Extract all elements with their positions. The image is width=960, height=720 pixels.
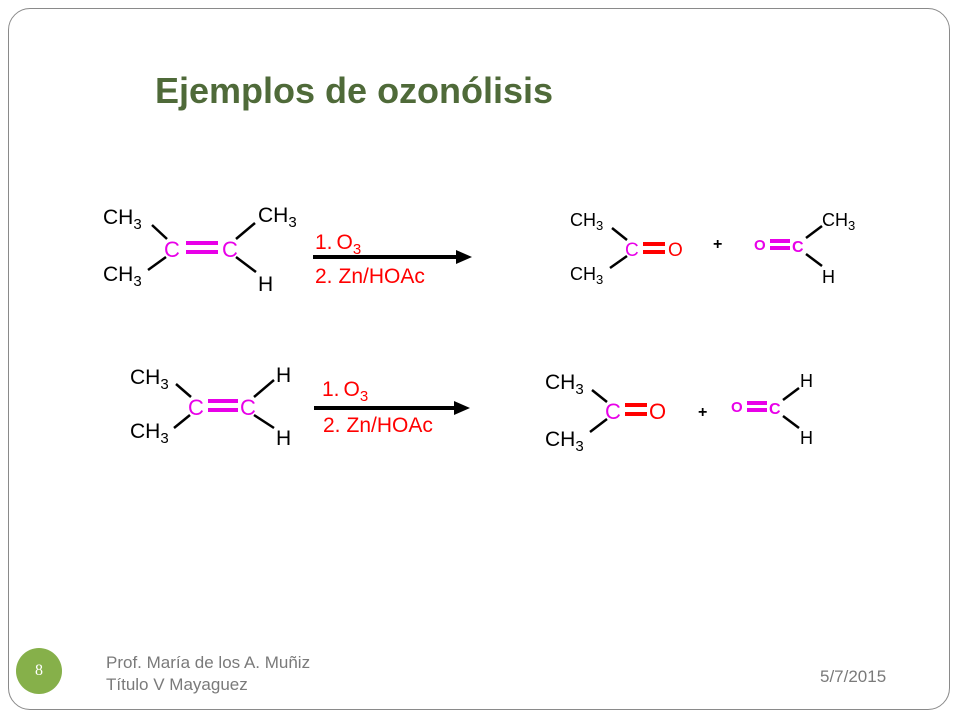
r1-p2-carbon: C — [792, 239, 804, 256]
slide-title: Ejemplos de ozonólisis — [155, 70, 554, 111]
r1-p1-oxygen: O — [668, 240, 683, 261]
r2-p2-oxygen: O — [731, 399, 743, 416]
footer-author: Prof. María de los A. Muñiz Título V May… — [106, 652, 310, 696]
r2-p2-bottom-h: H — [800, 428, 813, 448]
r1-step1: 1.O3 — [315, 231, 361, 258]
r1-reactant-top-right-ch3: CH3 — [258, 204, 297, 231]
r2-p1-bottom-ch3: CH3 — [545, 428, 584, 455]
slide-frame — [8, 8, 950, 710]
r2-p1-top-ch3: CH3 — [545, 371, 584, 398]
r2-p2-bond-bottom — [782, 415, 800, 429]
r1-step2: 2.Zn/HOAc — [315, 265, 425, 288]
r1-reactant-top-left-ch3: CH3 — [103, 206, 142, 233]
reaction-2-reactant: CH3 CH3 H H C C — [130, 364, 291, 450]
r1-p1-bond-top — [611, 227, 628, 241]
r1-reactant-bottom-left-ch3: CH3 — [103, 263, 142, 290]
footer-date: 5/7/2015 — [820, 667, 887, 686]
r2-step2: 2.Zn/HOAc — [323, 414, 433, 437]
r1-bond-c1-top — [151, 224, 168, 240]
r1-p2-bond-top — [805, 225, 823, 239]
r2-bond-c1-bottom — [173, 414, 191, 429]
author-line-2: Título V Mayaguez — [106, 675, 248, 694]
r2-p2-top-h: H — [800, 371, 813, 391]
page-number: 8 — [35, 662, 43, 679]
r2-p2-carbon: C — [769, 401, 781, 418]
r1-p2-bottom-h: H — [822, 267, 835, 287]
r1-reactant-bottom-right-h: H — [258, 273, 273, 296]
reaction-1-product-2: O C CH3 H — [754, 210, 855, 287]
r2-reactant-top-right-h: H — [276, 364, 291, 387]
r1-reactant-carbon-1: C — [164, 237, 180, 262]
r1-p1-bond-bottom — [609, 254, 628, 270]
reaction-2-product-1: CH3 CH3 C O — [545, 371, 666, 455]
r2-reactant-bottom-right-h: H — [276, 427, 291, 450]
r2-reactant-carbon-2: C — [240, 395, 256, 420]
r2-p2-bond-top — [782, 387, 800, 401]
r1-bond-c1-bottom — [147, 255, 167, 272]
r2-p1-carbon: C — [605, 399, 621, 424]
r1-p1-top-ch3: CH3 — [570, 210, 603, 233]
r2-plus-sign: + — [698, 404, 707, 421]
author-line-1: Prof. María de los A. Muñiz — [106, 653, 311, 672]
r2-bond-c2-top — [253, 379, 275, 398]
r1-p1-bottom-ch3: CH3 — [570, 264, 603, 287]
r2-bond-c2-bottom — [253, 413, 275, 430]
r2-bond-c1-top — [175, 383, 192, 398]
r2-reactant-top-left-ch3: CH3 — [130, 366, 169, 393]
reaction-1-arrow: 1.O3 2.Zn/HOAc — [313, 231, 472, 288]
r2-step1: 1.O3 — [322, 378, 368, 405]
r1-reactant-carbon-2: C — [222, 237, 238, 262]
reaction-2-product-2: O C H H — [731, 371, 813, 448]
r1-arrow-head — [456, 250, 472, 264]
r2-reactant-bottom-left-ch3: CH3 — [130, 420, 169, 447]
reaction-1-product-1: CH3 CH3 C O — [570, 210, 683, 287]
r1-p2-bond-bottom — [805, 253, 823, 267]
r2-p1-bond-bottom — [589, 418, 608, 433]
page-number-badge: 8 — [16, 648, 62, 694]
r2-reactant-carbon-1: C — [188, 395, 204, 420]
r2-p1-bond-top — [591, 389, 608, 403]
r2-arrow-head — [454, 401, 470, 415]
reaction-2: CH3 CH3 H H C C 1.O3 2.Zn/HOAc CH3 CH3 C… — [130, 364, 813, 455]
r2-p1-oxygen: O — [649, 399, 666, 424]
r1-p1-carbon: C — [625, 240, 639, 261]
reaction-2-arrow: 1.O3 2.Zn/HOAc — [314, 378, 470, 437]
reaction-1-reactant: CH3 CH3 CH3 H C C — [103, 204, 297, 296]
r1-bond-c2-top — [235, 222, 256, 240]
reaction-1: CH3 CH3 CH3 H C C 1.O3 2.Zn/HOAc CH3 CH3… — [103, 204, 855, 296]
r1-bond-c2-bottom — [235, 256, 257, 273]
r1-plus-sign: + — [713, 236, 722, 253]
r1-p2-oxygen: O — [754, 237, 766, 254]
r1-p2-top-ch3: CH3 — [822, 210, 855, 233]
